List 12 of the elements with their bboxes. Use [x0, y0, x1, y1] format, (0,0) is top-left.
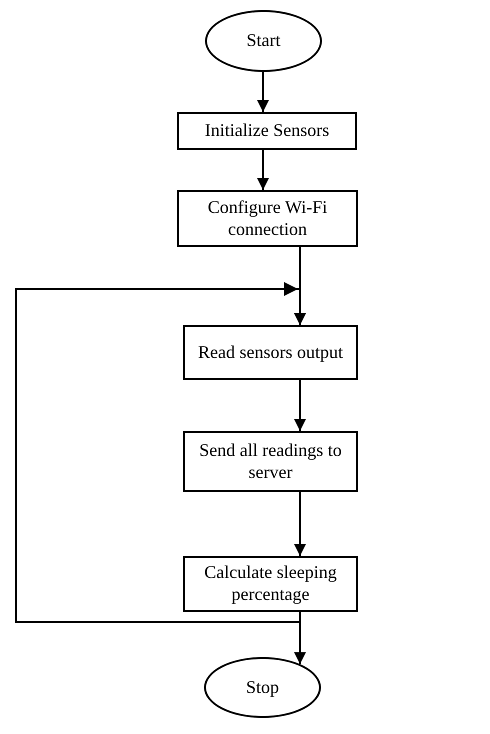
process-box: [177, 190, 358, 247]
node-label: Read sensors output: [198, 342, 343, 364]
process-box: [183, 325, 358, 380]
node-label: Configure Wi-Fi connection: [206, 196, 328, 240]
process-box: [183, 556, 358, 612]
node-label: Initialize Sensors: [204, 120, 330, 142]
node-label: Send all readings to server: [198, 440, 343, 484]
node-label: Start: [246, 30, 280, 52]
process-box: [183, 431, 358, 492]
node-label: Stop: [246, 676, 279, 698]
node-label: Calculate sleeping percentage: [203, 562, 338, 606]
process-box: [177, 112, 357, 150]
